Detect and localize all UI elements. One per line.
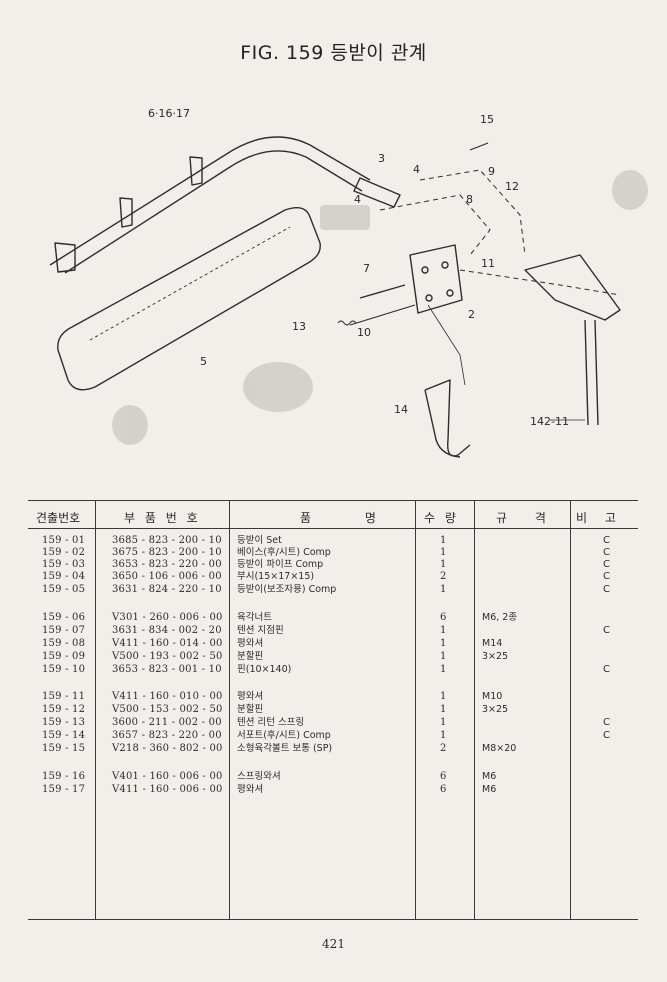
pin-shaft — [349, 304, 416, 326]
backrest-pipe — [64, 150, 363, 274]
label: 8 — [466, 193, 473, 206]
label: 15 — [480, 113, 494, 126]
label: 6·16·17 — [148, 107, 190, 120]
frame-dashed — [379, 194, 491, 256]
label: 5 — [200, 355, 207, 368]
leader-line — [427, 304, 466, 386]
label: 7 — [363, 262, 370, 275]
column-divider — [570, 500, 571, 919]
column-divider — [95, 500, 96, 919]
backrest-cushion — [57, 207, 321, 391]
header-spec: 규 격 — [496, 511, 549, 525]
label: 9 — [488, 165, 495, 178]
column-divider — [474, 500, 475, 919]
header-note: 비 고 — [576, 511, 619, 525]
frame-dashed — [459, 269, 621, 296]
bolt — [469, 142, 489, 151]
seat-frame — [524, 254, 621, 321]
hinge-pin — [359, 284, 406, 299]
bolt-hole — [421, 266, 429, 274]
bolt-hole — [446, 289, 454, 297]
table-bottom-rule — [28, 919, 638, 920]
faded-background-parts — [112, 170, 648, 445]
label: 142-11 — [530, 415, 569, 428]
label: 3 — [378, 152, 385, 165]
header-index: 견출번호 — [36, 511, 81, 525]
header-qty: 수 량 — [424, 511, 459, 525]
label: 14 — [394, 403, 408, 416]
label: 11 — [481, 257, 495, 270]
table-header-rule — [28, 528, 638, 529]
base-plate — [409, 244, 463, 314]
parts-diagram: 6·16·17 15 3 4 4 9 12 8 11 7 2 13 10 5 1… — [49, 107, 648, 458]
vertical-post — [584, 319, 589, 426]
label: 4 — [354, 193, 361, 206]
vertical-post — [594, 319, 599, 426]
bracket — [119, 197, 133, 228]
label: 13 — [292, 320, 306, 333]
bracket — [189, 156, 203, 186]
spring — [337, 320, 357, 326]
label: 4 — [413, 163, 420, 176]
page-title: FIG. 159 등받이 관계 — [240, 42, 427, 64]
column-divider — [415, 500, 416, 919]
pipe-sleeve — [353, 177, 401, 208]
label: 2 — [468, 308, 475, 321]
backrest-pipe — [49, 136, 371, 266]
header-name: 품 명 — [300, 511, 379, 525]
column-divider — [229, 500, 230, 919]
cushion-stitch — [89, 226, 291, 341]
bracket — [54, 242, 76, 273]
table-top-rule — [28, 500, 638, 501]
header-part-number: 부 품 번 호 — [124, 511, 201, 525]
bolt-hole — [425, 294, 433, 302]
page-number: 421 — [322, 937, 345, 951]
bolt-hole — [441, 261, 449, 269]
frame-dashed — [419, 169, 526, 256]
label: 10 — [357, 326, 371, 339]
support-bracket — [424, 379, 471, 458]
label: 12 — [505, 180, 519, 193]
